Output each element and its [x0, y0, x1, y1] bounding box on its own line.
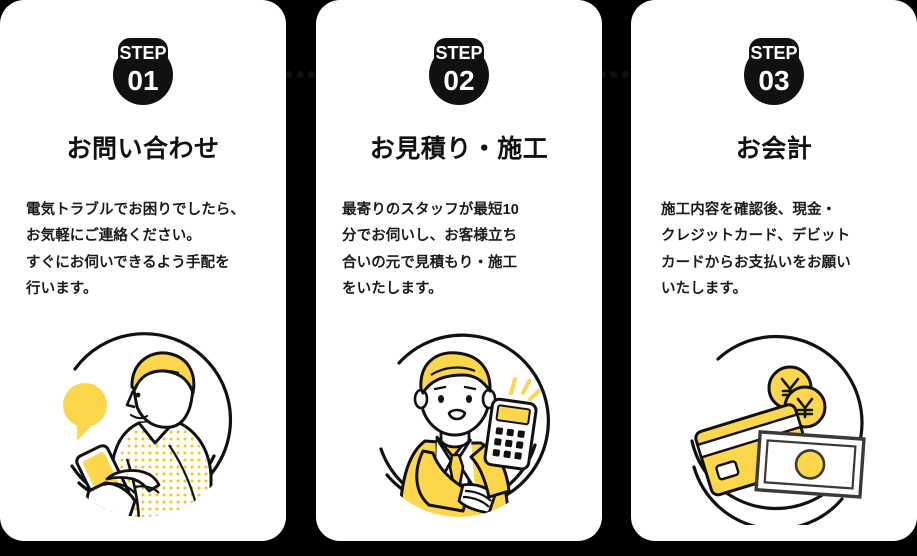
connector-dot: [285, 70, 293, 78]
step-body-line: 電気トラブルでお困りでしたら、: [26, 202, 245, 218]
step-card-2[interactable]: STEP 02 お見積り・施工 最寄りのスタッフが最短10 分でお伺いし、お客様…: [316, 0, 602, 541]
step-title-1: お問い合わせ: [66, 135, 220, 163]
step-badge-3: STEP 03: [737, 32, 811, 106]
connector-dot: [599, 70, 607, 78]
step-body-line: 合いの元で見積もり・施工: [342, 254, 518, 271]
step-badge-number-1: 01: [127, 65, 158, 96]
connector-dot: [621, 70, 629, 78]
step-badge-label-1: STEP: [119, 43, 166, 63]
step-body-1: 電気トラブルでお困りでしたら、 お気軽にご連絡ください。 すぐにお伺いできるよう…: [26, 197, 264, 303]
step-body-line: 施工内容を確認後、現金・: [661, 202, 837, 218]
step-badge-1: STEP 01: [106, 32, 180, 106]
step-body-2: 最寄りのスタッフが最短10 分でお伺いし、お客様立ち 合いの元で見積もり・施工 …: [342, 197, 580, 303]
step-card-1[interactable]: STEP 01 お問い合わせ 電気トラブルでお困りでしたら、 お気軽にご連絡くだ…: [0, 0, 286, 541]
step-badge-number-3: 03: [758, 65, 789, 96]
step-body-line: 最寄りのスタッフが最短10: [342, 202, 519, 218]
step-badge-label-3: STEP: [750, 43, 797, 63]
banknote: [754, 430, 866, 499]
step-card-3[interactable]: STEP 03 お会計 施工内容を確認後、現金・ クレジットカード、デビット カ…: [631, 0, 917, 541]
person-with-smartphone-icon: [43, 325, 243, 525]
step-body-line: いたします。: [661, 281, 748, 298]
connector-dot: [307, 70, 315, 78]
step-body-line: お気軽にご連絡ください。: [26, 228, 201, 245]
step-badge-2: STEP 02: [422, 32, 496, 106]
step-body-line: 行います。: [26, 281, 98, 298]
step-body-3: 施工内容を確認後、現金・ クレジットカード、デビット カードからお支払いをお願い…: [661, 197, 895, 303]
step-body-line: をいたします。: [342, 281, 443, 298]
step-body-line: 分でお伺いし、お客様立ち: [342, 228, 518, 245]
step-title-3: お会計: [735, 135, 813, 163]
connector-dot: [610, 70, 618, 78]
step-badge-number-2: 02: [443, 65, 474, 96]
step-body-line: カードからお支払いをお願い: [661, 254, 851, 271]
step-body-line: クレジットカード、デビット: [661, 228, 851, 245]
staff-with-calculator-icon: [359, 325, 559, 525]
step-title-2: お見積り・施工: [369, 135, 549, 163]
payment-methods-icon: [674, 325, 874, 525]
step-badge-label-2: STEP: [435, 43, 482, 63]
connector-dot: [296, 70, 304, 78]
step-body-line: すぐにお伺いできるよう手配を: [26, 254, 230, 271]
